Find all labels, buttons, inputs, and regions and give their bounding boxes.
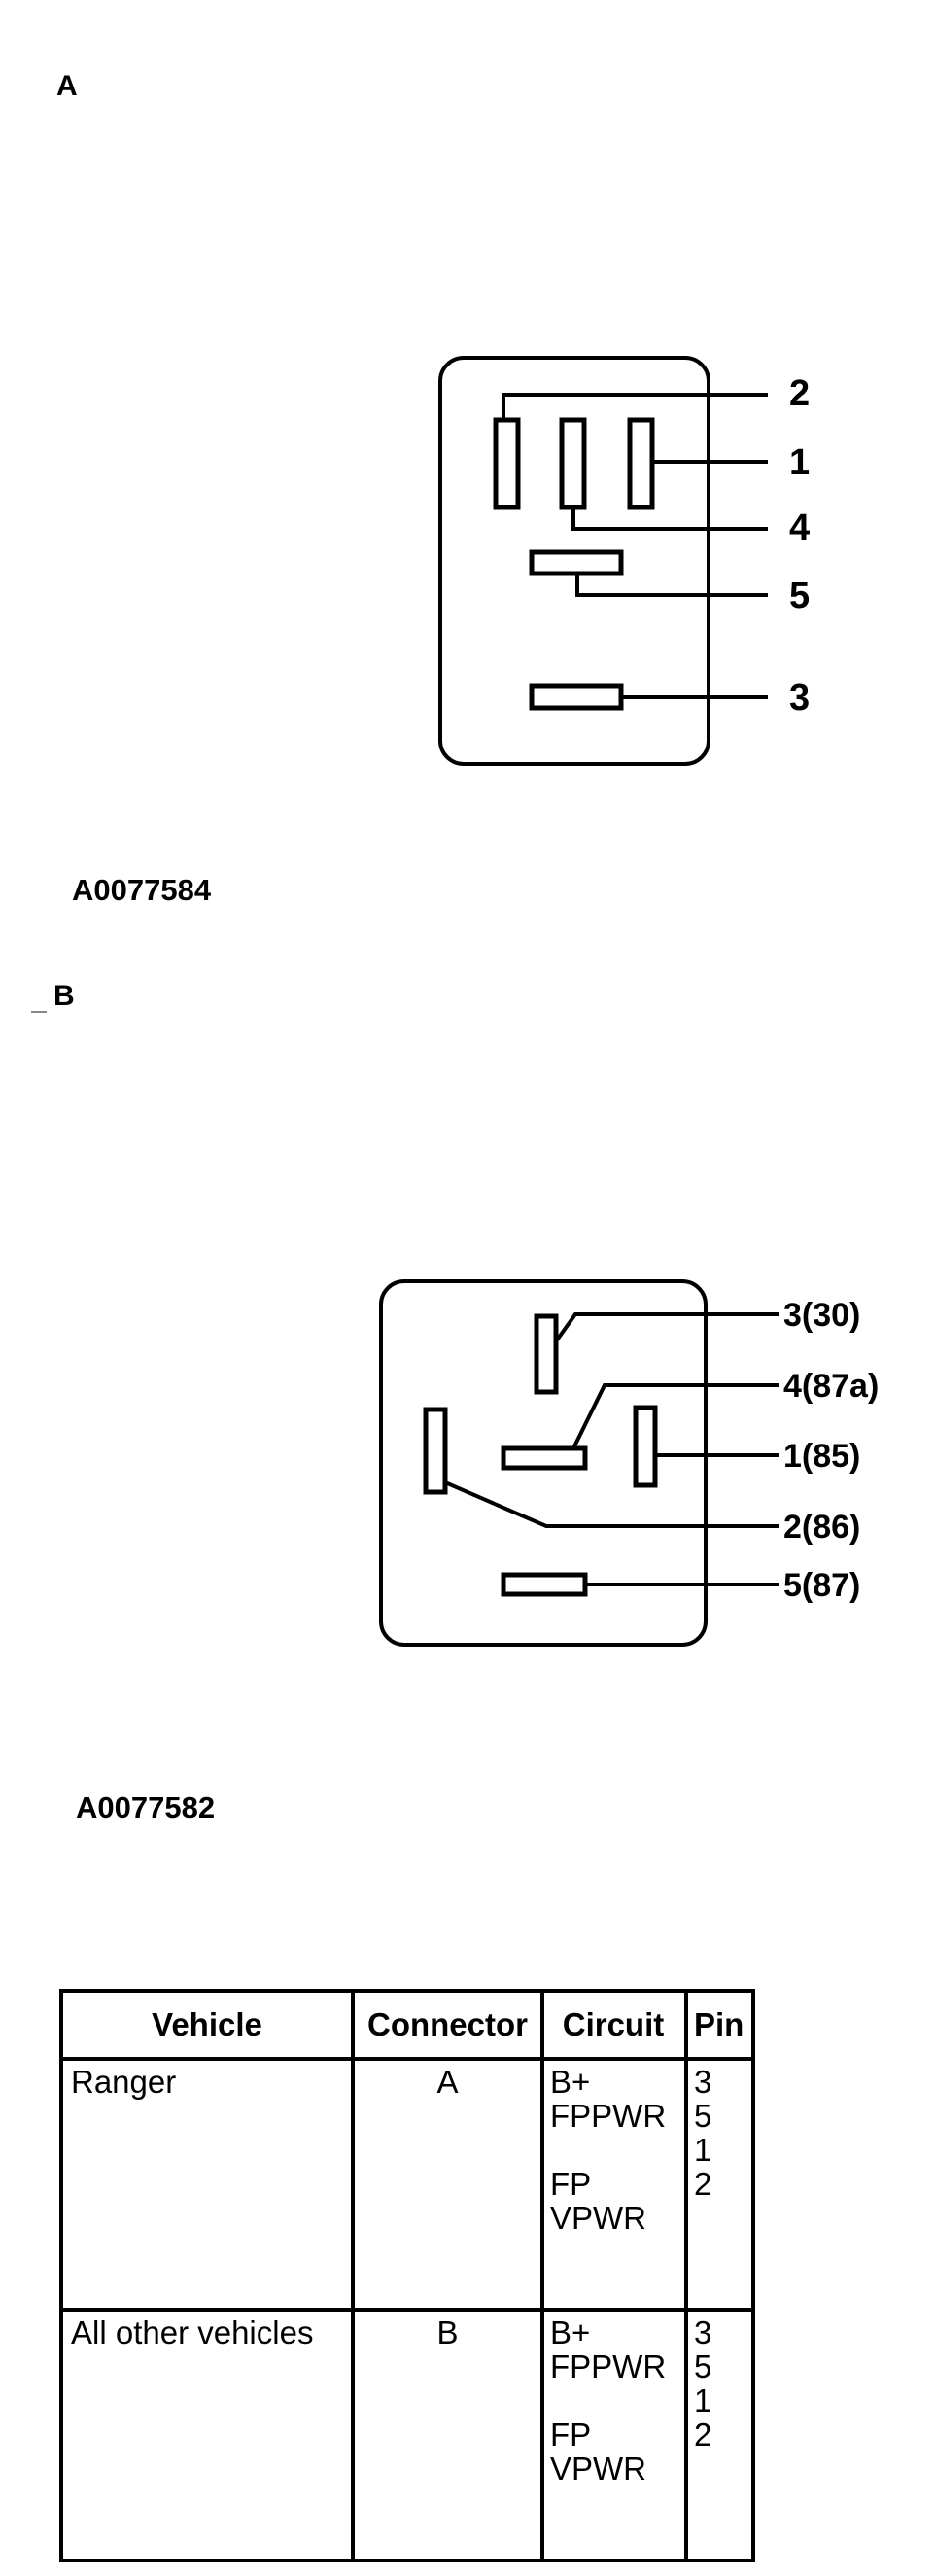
row-vehicle: Ranger xyxy=(59,2057,355,2312)
row-connector: B xyxy=(351,2308,544,2562)
connector-b-label-2: 2(86) xyxy=(783,1509,860,1546)
connector-b-label-4: 4(87a) xyxy=(783,1368,879,1405)
pin-number: 1 xyxy=(694,2383,712,2419)
row-vehicle: All other vehicles xyxy=(59,2308,355,2562)
connector-a-pin-2-terminal xyxy=(493,417,521,510)
table-header-row: Vehicle Connector Circuit Pin xyxy=(59,1989,756,2061)
connector-b-pin-1-terminal xyxy=(633,1405,658,1488)
circuit-name: VPWR xyxy=(550,2200,646,2236)
header-circuit: Circuit xyxy=(540,1989,688,2061)
circuit-name: FPPWR xyxy=(550,2098,667,2134)
connector-id: A xyxy=(436,2064,459,2100)
connector-a-label-4: 4 xyxy=(789,507,810,548)
pin-number: 2 xyxy=(694,2417,712,2453)
pin-number: 2 xyxy=(694,2166,712,2202)
circuit-name xyxy=(550,2384,676,2418)
circuit-name: VPWR xyxy=(550,2451,646,2487)
connector-b-pin-2-lead xyxy=(444,1480,779,1528)
connector-b-label-5: 5(87) xyxy=(783,1567,860,1604)
row-pins: 3 5 1 2 xyxy=(683,2057,756,2312)
connector-id: B xyxy=(436,2315,459,2350)
connector-b-diagram: 3(30) 4(87a) 1(85) 2(86) 5(87) xyxy=(379,1279,879,1647)
connector-a-pin-5-lead xyxy=(575,574,768,597)
connector-b-label-3: 3(30) xyxy=(783,1297,860,1334)
connector-a-diagram: 2 1 4 5 3 xyxy=(438,356,810,766)
connector-b-pin-3-terminal xyxy=(534,1313,559,1395)
row-circuits: B+ FPPWR FP VPWR xyxy=(540,2308,688,2562)
vehicle-name: Ranger xyxy=(71,2064,177,2100)
connector-b-label-1: 1(85) xyxy=(783,1438,860,1475)
connector-a-label-2: 2 xyxy=(789,373,810,414)
connector-b-stray-mark xyxy=(31,1011,47,1013)
connector-a-pin-4-terminal xyxy=(559,417,587,510)
connector-a-pin-3-terminal xyxy=(529,683,624,711)
connector-b-letter: B xyxy=(53,980,75,1012)
circuit-name xyxy=(550,2133,676,2167)
header-pin: Pin xyxy=(683,1989,756,2061)
connector-b-pin-5-terminal xyxy=(501,1572,588,1597)
connector-a-label-5: 5 xyxy=(789,575,810,616)
connector-b-figure-id: A0077582 xyxy=(76,1791,216,1825)
circuit-name: B+ xyxy=(550,2064,591,2100)
pin-number xyxy=(694,2452,744,2486)
pin-number: 5 xyxy=(694,2098,712,2134)
row-pins: 3 5 1 2 xyxy=(683,2308,756,2562)
pin-number: 3 xyxy=(694,2315,712,2350)
connector-a-pin-1-terminal xyxy=(627,417,655,510)
vehicle-name: All other vehicles xyxy=(71,2315,314,2350)
pin-number xyxy=(694,2201,744,2235)
connector-a-pin-5-terminal xyxy=(529,549,624,576)
row-circuits: B+ FPPWR FP VPWR xyxy=(540,2057,688,2312)
row-connector: A xyxy=(351,2057,544,2312)
connector-a-letter: A xyxy=(56,70,78,102)
circuit-name: FP xyxy=(550,2166,592,2202)
connector-b-pin-4-lead xyxy=(571,1383,779,1449)
header-vehicle: Vehicle xyxy=(59,1989,355,2061)
connector-b-pin-3-lead xyxy=(554,1312,779,1343)
circuit-name: FPPWR xyxy=(550,2349,667,2385)
header-connector: Connector xyxy=(351,1989,544,2061)
table-row: All other vehicles B B+ FPPWR FP VPWR 3 … xyxy=(59,2308,756,2562)
circuit-name: B+ xyxy=(550,2315,591,2350)
connector-a-label-1: 1 xyxy=(789,442,810,483)
pin-number: 1 xyxy=(694,2132,712,2168)
connector-b-pin-4-terminal xyxy=(501,1445,588,1471)
connector-a-pin-4-lead xyxy=(571,507,768,531)
pin-number: 5 xyxy=(694,2349,712,2385)
connector-a-label-3: 3 xyxy=(789,678,810,718)
circuit-name: FP xyxy=(550,2417,592,2453)
connector-a-figure-id: A0077584 xyxy=(72,873,212,907)
pin-assignment-table: Vehicle Connector Circuit Pin Ranger A B… xyxy=(59,1989,756,2562)
pin-number: 3 xyxy=(694,2064,712,2100)
table-row: Ranger A B+ FPPWR FP VPWR 3 5 1 2 xyxy=(59,2057,756,2312)
connector-a-pin-2-lead xyxy=(502,393,768,420)
connector-b-pin-2-terminal xyxy=(423,1407,448,1495)
